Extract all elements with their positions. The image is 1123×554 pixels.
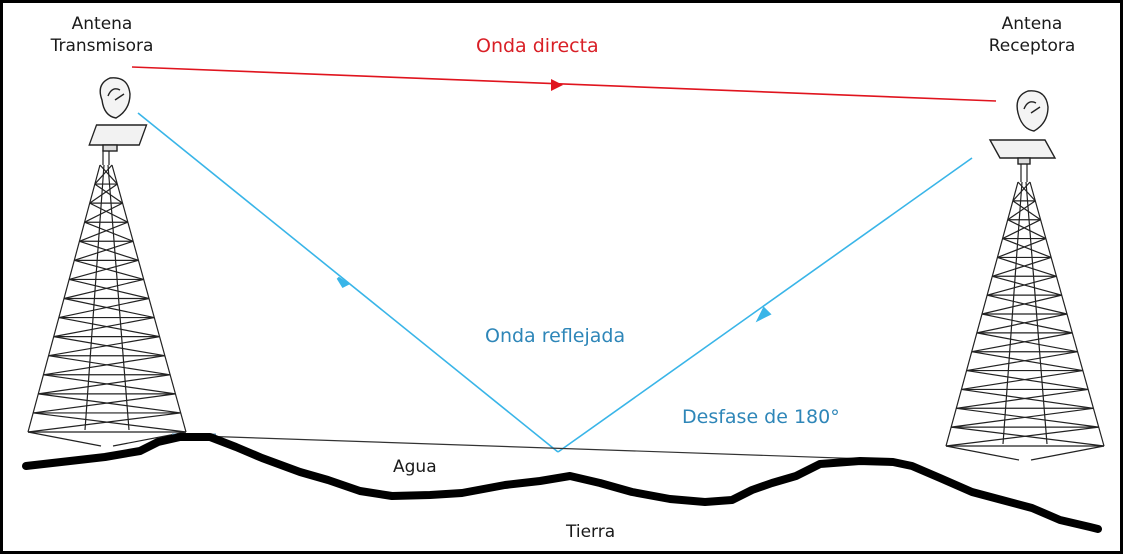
water-surface [199, 435, 899, 461]
receiver-tower [945, 164, 1105, 461]
water-label: Agua [393, 457, 437, 477]
reflected-wave-incident [137, 112, 559, 453]
phase-shift-label: Desfase de 180° [682, 406, 840, 428]
outgoing-arrow [755, 306, 772, 323]
incident-arrow [336, 276, 350, 288]
transmitter-label-line2: Transmisora [50, 36, 154, 56]
receiver-dish-icon [988, 90, 1057, 165]
ground-label: Tierra [566, 522, 616, 542]
direct-wave-line [131, 66, 997, 102]
receiver-label-line1: Antena [1001, 14, 1063, 34]
reflected-wave-label: Onda reflejada [485, 325, 626, 347]
ground-profile [22, 433, 1102, 533]
transmitter-label: Antena Transmisora [40, 13, 164, 57]
reflected-wave-outgoing [557, 157, 973, 453]
direct-wave-label: Onda directa [476, 35, 599, 57]
receiver-label: Antena Receptora [970, 13, 1094, 57]
transmitter-dish-icon [88, 77, 148, 152]
transmitter-label-line1: Antena [71, 14, 133, 34]
transmitter-tower [27, 150, 187, 447]
direct-wave-arrow [551, 79, 563, 91]
receiver-label-line2: Receptora [988, 36, 1076, 56]
